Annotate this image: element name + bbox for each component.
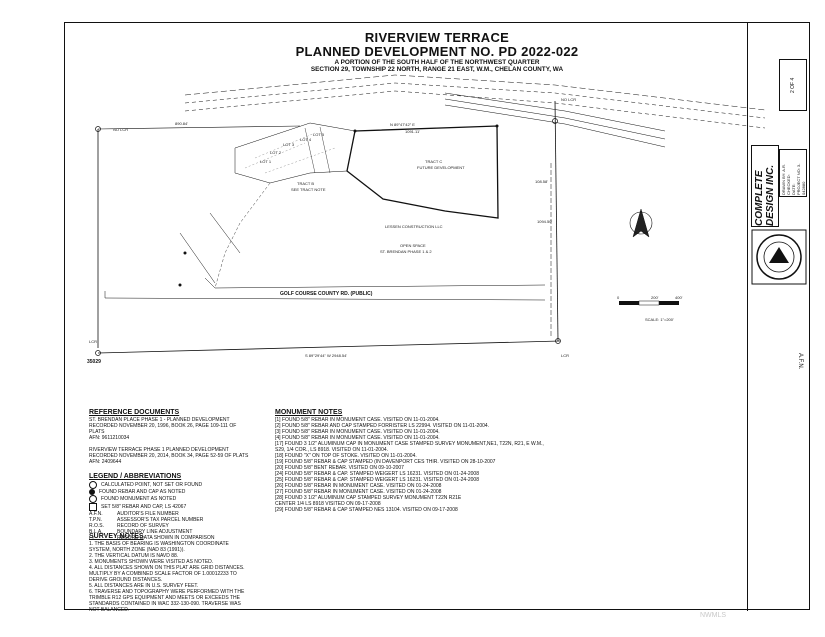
legend-item: FOUND MONUMENT AS NOTED: [89, 495, 249, 503]
title-sub: PLANNED DEVELOPMENT NO. PD 2022-022: [295, 44, 579, 59]
legend-item: T.P.N.ASSESSOR'S TAX PARCEL NUMBER: [89, 517, 204, 523]
surveyor-seal-icon: [751, 229, 807, 285]
legend-item: FOUND REBAR AND CAP AS NOTED: [89, 489, 249, 495]
tract-c-label: TRACT C: [425, 159, 442, 164]
dist-4: 108.58': [535, 179, 548, 184]
title-main: RIVERVIEW TERRACE: [364, 30, 510, 45]
title-desc-1: A PORTION OF THE SOUTH HALF OF THE NORTH…: [334, 59, 540, 66]
rebar-icon: [89, 489, 95, 495]
reference-documents: REFERENCE DOCUMENTS ST. BRENDAN PLACE PH…: [89, 409, 249, 465]
title-sidebar: [747, 23, 812, 611]
survey-notes: SURVEY NOTES 1. THE BASIS OF BEARING IS …: [89, 533, 269, 613]
dist-1: 1091.11': [405, 129, 420, 134]
no-lcr-left-label: NO LCR: [113, 127, 128, 132]
scale-0: 0: [617, 295, 620, 300]
future-dev-label: FUTURE DEVELOPMENT: [417, 165, 465, 170]
legend-item: ( )RECORD DATA SHOWN IN COMPARISON: [89, 535, 215, 541]
lot1-label: LOT 1: [260, 159, 272, 164]
station-label: 35029: [87, 359, 101, 365]
legend-heading: LEGEND / ABBREVIATIONS: [89, 473, 182, 480]
lessen-label: LESSEN CONSTRUCTION LLC: [385, 224, 443, 229]
see-tract-label: SEE TRACT NOTE: [291, 187, 326, 192]
legend: LEGEND / ABBREVIATIONS CALCULATED POINT,…: [89, 473, 249, 541]
bearing-bottom-label: S 89°29'44" W 2948.54': [305, 353, 347, 358]
legend-item: CALCULATED POINT, NOT SET OR FOUND: [89, 481, 249, 489]
legend-item: A.F.N.AUDITOR'S FILE NUMBER: [89, 511, 179, 517]
dist-2: 890.84': [175, 121, 188, 126]
lcr-left-label: LCR: [89, 339, 97, 344]
title-desc-2: SECTION 29, TOWNSHIP 22 NORTH, RANGE 21 …: [310, 66, 564, 73]
tract-b-label: TRACT B: [297, 181, 314, 186]
afn-label: A.F.N.: [797, 353, 803, 370]
dist-3: 1094.50': [537, 219, 552, 224]
scale-400: 400': [675, 295, 683, 300]
scale-200: 200': [651, 295, 659, 300]
drawing-sheet: RIVERVIEW TERRACE PLANNED DEVELOPMENT NO…: [64, 22, 812, 613]
phase-label: ST. BRENDAN PHASE 1 & 2: [380, 249, 432, 254]
firm-name: COMPLETE DESIGN INC.: [751, 145, 779, 227]
lot4-label: LOT 4: [300, 137, 312, 142]
watermark: NWMLS: [700, 612, 727, 619]
monument-notes: MONUMENT NOTES [1] FOUND 5/8" REBAR IN M…: [275, 409, 555, 513]
lot3-label: LOT 3: [283, 142, 295, 147]
project-info: DRAWN BY: A.R. CHECKED: DATE: PROJECT NO…: [779, 149, 807, 197]
road-label: GOLF COURSE COUNTY RD. (PUBLIC): [280, 291, 373, 297]
site-plan: TRACT C FUTURE DEVELOPMENT LESSEN CONSTR…: [87, 74, 766, 365]
lcr-right-label: LCR: [561, 353, 569, 358]
set-rebar-icon: [89, 503, 97, 511]
monument-heading: MONUMENT NOTES: [275, 409, 343, 416]
title-block: RIVERVIEW TERRACE PLANNED DEVELOPMENT NO…: [65, 30, 809, 74]
lot2-label: LOT 2: [270, 150, 282, 155]
survey-heading: SURVEY NOTES: [89, 533, 144, 540]
reference-heading: REFERENCE DOCUMENTS: [89, 409, 180, 416]
lot5-label: LOT 5: [313, 132, 325, 137]
bearing-top-label: N 89°47'42" E: [390, 122, 415, 127]
monument-icon: [89, 495, 97, 503]
calc-point-icon: [89, 481, 97, 489]
scale-label: SCALE: 1"=200': [645, 317, 674, 322]
legend-item: R.O.S.RECORD OF SURVEY: [89, 523, 169, 529]
legend-item: B.L.A.BOUNDARY LINE ADJUSTMENT: [89, 529, 193, 535]
open-space-label: OPEN SPACE: [400, 243, 426, 248]
legend-item: SET 5/8" REBAR AND CAP, LS 42067: [89, 503, 249, 511]
sheet-number-box: 2 OF 4: [779, 59, 807, 111]
no-lcr-right-label: NO LCR: [561, 97, 576, 102]
